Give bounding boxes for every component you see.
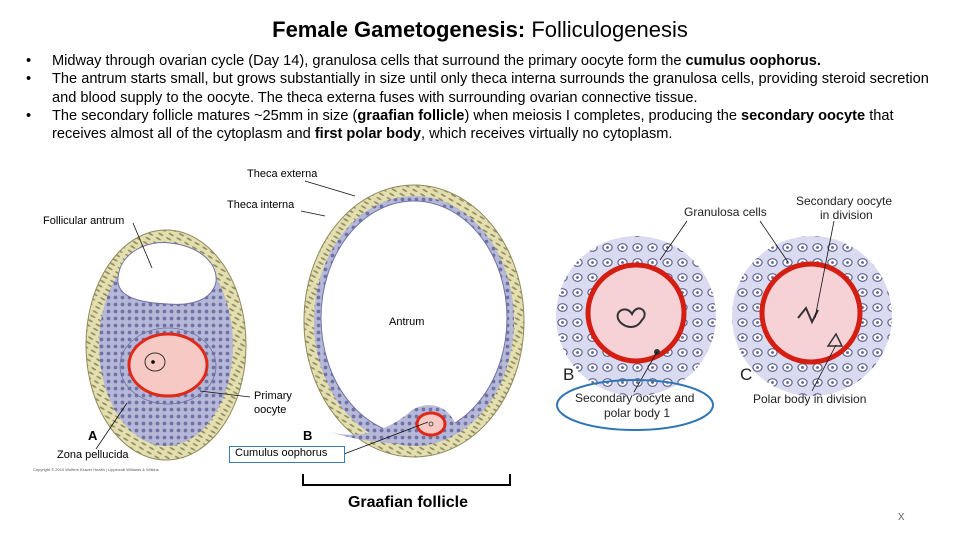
panel-right-c — [732, 236, 892, 396]
bullet-text: , which receives virtually no cytoplasm. — [421, 126, 673, 143]
left-leader-lines — [95, 180, 429, 455]
label-sec-oocyte-polar-1: Secondary oocyte and — [575, 391, 695, 405]
label-zona-pellucida: Zona pellucida — [57, 449, 129, 461]
primary-oocyte — [127, 332, 209, 398]
title-rest: Folliculogenesis — [525, 17, 688, 42]
bullet-item: The antrum starts small, but grows subst… — [26, 70, 951, 107]
label-secondary-oocyte-division-1: Secondary oocyte — [796, 194, 893, 208]
secondary-oocyte-b — [585, 262, 687, 364]
follicular-antrum-space — [117, 242, 217, 305]
label-oocyte: oocyte — [254, 404, 287, 416]
panel-letter-b: B — [303, 428, 313, 443]
panel-letter-right-c: C — [740, 365, 753, 384]
cumulus-highlight-box — [229, 446, 345, 463]
label-sec-oocyte-polar-2: polar body 1 — [604, 406, 671, 420]
copyright-text: Copyright © 2010 Wolters Kluwer Health |… — [33, 467, 159, 472]
oocyte-b — [415, 411, 447, 437]
panel-a-follicle — [85, 229, 247, 461]
right-leader-lines — [633, 220, 837, 393]
graafian-bracket — [302, 474, 511, 486]
bullet-text: ) when meiosis I completes, producing th… — [464, 107, 742, 124]
bullet-item: The secondary follicle matures ~25mm in … — [26, 107, 951, 144]
highlight-ellipse — [556, 379, 714, 431]
bullet-item: Midway through ovarian cycle (Day 14), g… — [26, 52, 951, 71]
close-icon[interactable]: x — [898, 508, 905, 523]
secondary-oocyte-c — [759, 261, 863, 365]
label-follicular-antrum: Follicular antrum — [43, 215, 125, 227]
label-cumulus-oophorus: Cumulus oophorus — [235, 447, 328, 459]
bullet-bold: graafian follicle — [357, 107, 465, 124]
label-polar-body-division: Polar body in division — [753, 392, 867, 406]
chromosome-cluster — [616, 307, 646, 328]
bullet-text: The secondary follicle matures ~25mm in … — [52, 107, 358, 124]
title-bold: Female Gametogenesis: — [272, 17, 526, 42]
label-primary: Primary — [254, 390, 292, 402]
label-granulosa-cells: Granulosa cells — [684, 205, 767, 219]
label-theca-externa: Theca externa — [247, 168, 318, 180]
panel-letter-right-b: B — [563, 365, 575, 384]
bullet-text: that receives almost all of the cytoplas… — [52, 107, 894, 143]
bullet-text: Midway through ovarian cycle (Day 14), g… — [52, 53, 686, 69]
slide-title: Female Gametogenesis: Folliculogenesis — [0, 16, 960, 44]
bullet-list: Midway through ovarian cycle (Day 14), g… — [26, 52, 951, 143]
panel-b-follicle — [303, 184, 525, 458]
bullet-bold: first polar body — [314, 126, 422, 143]
bullet-bold: secondary oocyte — [741, 107, 866, 124]
bullet-bold: cumulus oophorus. — [685, 53, 821, 69]
panel-right-b — [556, 236, 716, 396]
graafian-caption: Graafian follicle — [347, 494, 469, 511]
label-theca-interna: Theca interna — [227, 199, 295, 211]
panel-letter-a: A — [88, 428, 98, 443]
label-antrum: Antrum — [389, 316, 425, 328]
bullet-text: The antrum starts small, but grows subst… — [52, 71, 929, 106]
label-secondary-oocyte-division-2: in division — [820, 208, 873, 222]
